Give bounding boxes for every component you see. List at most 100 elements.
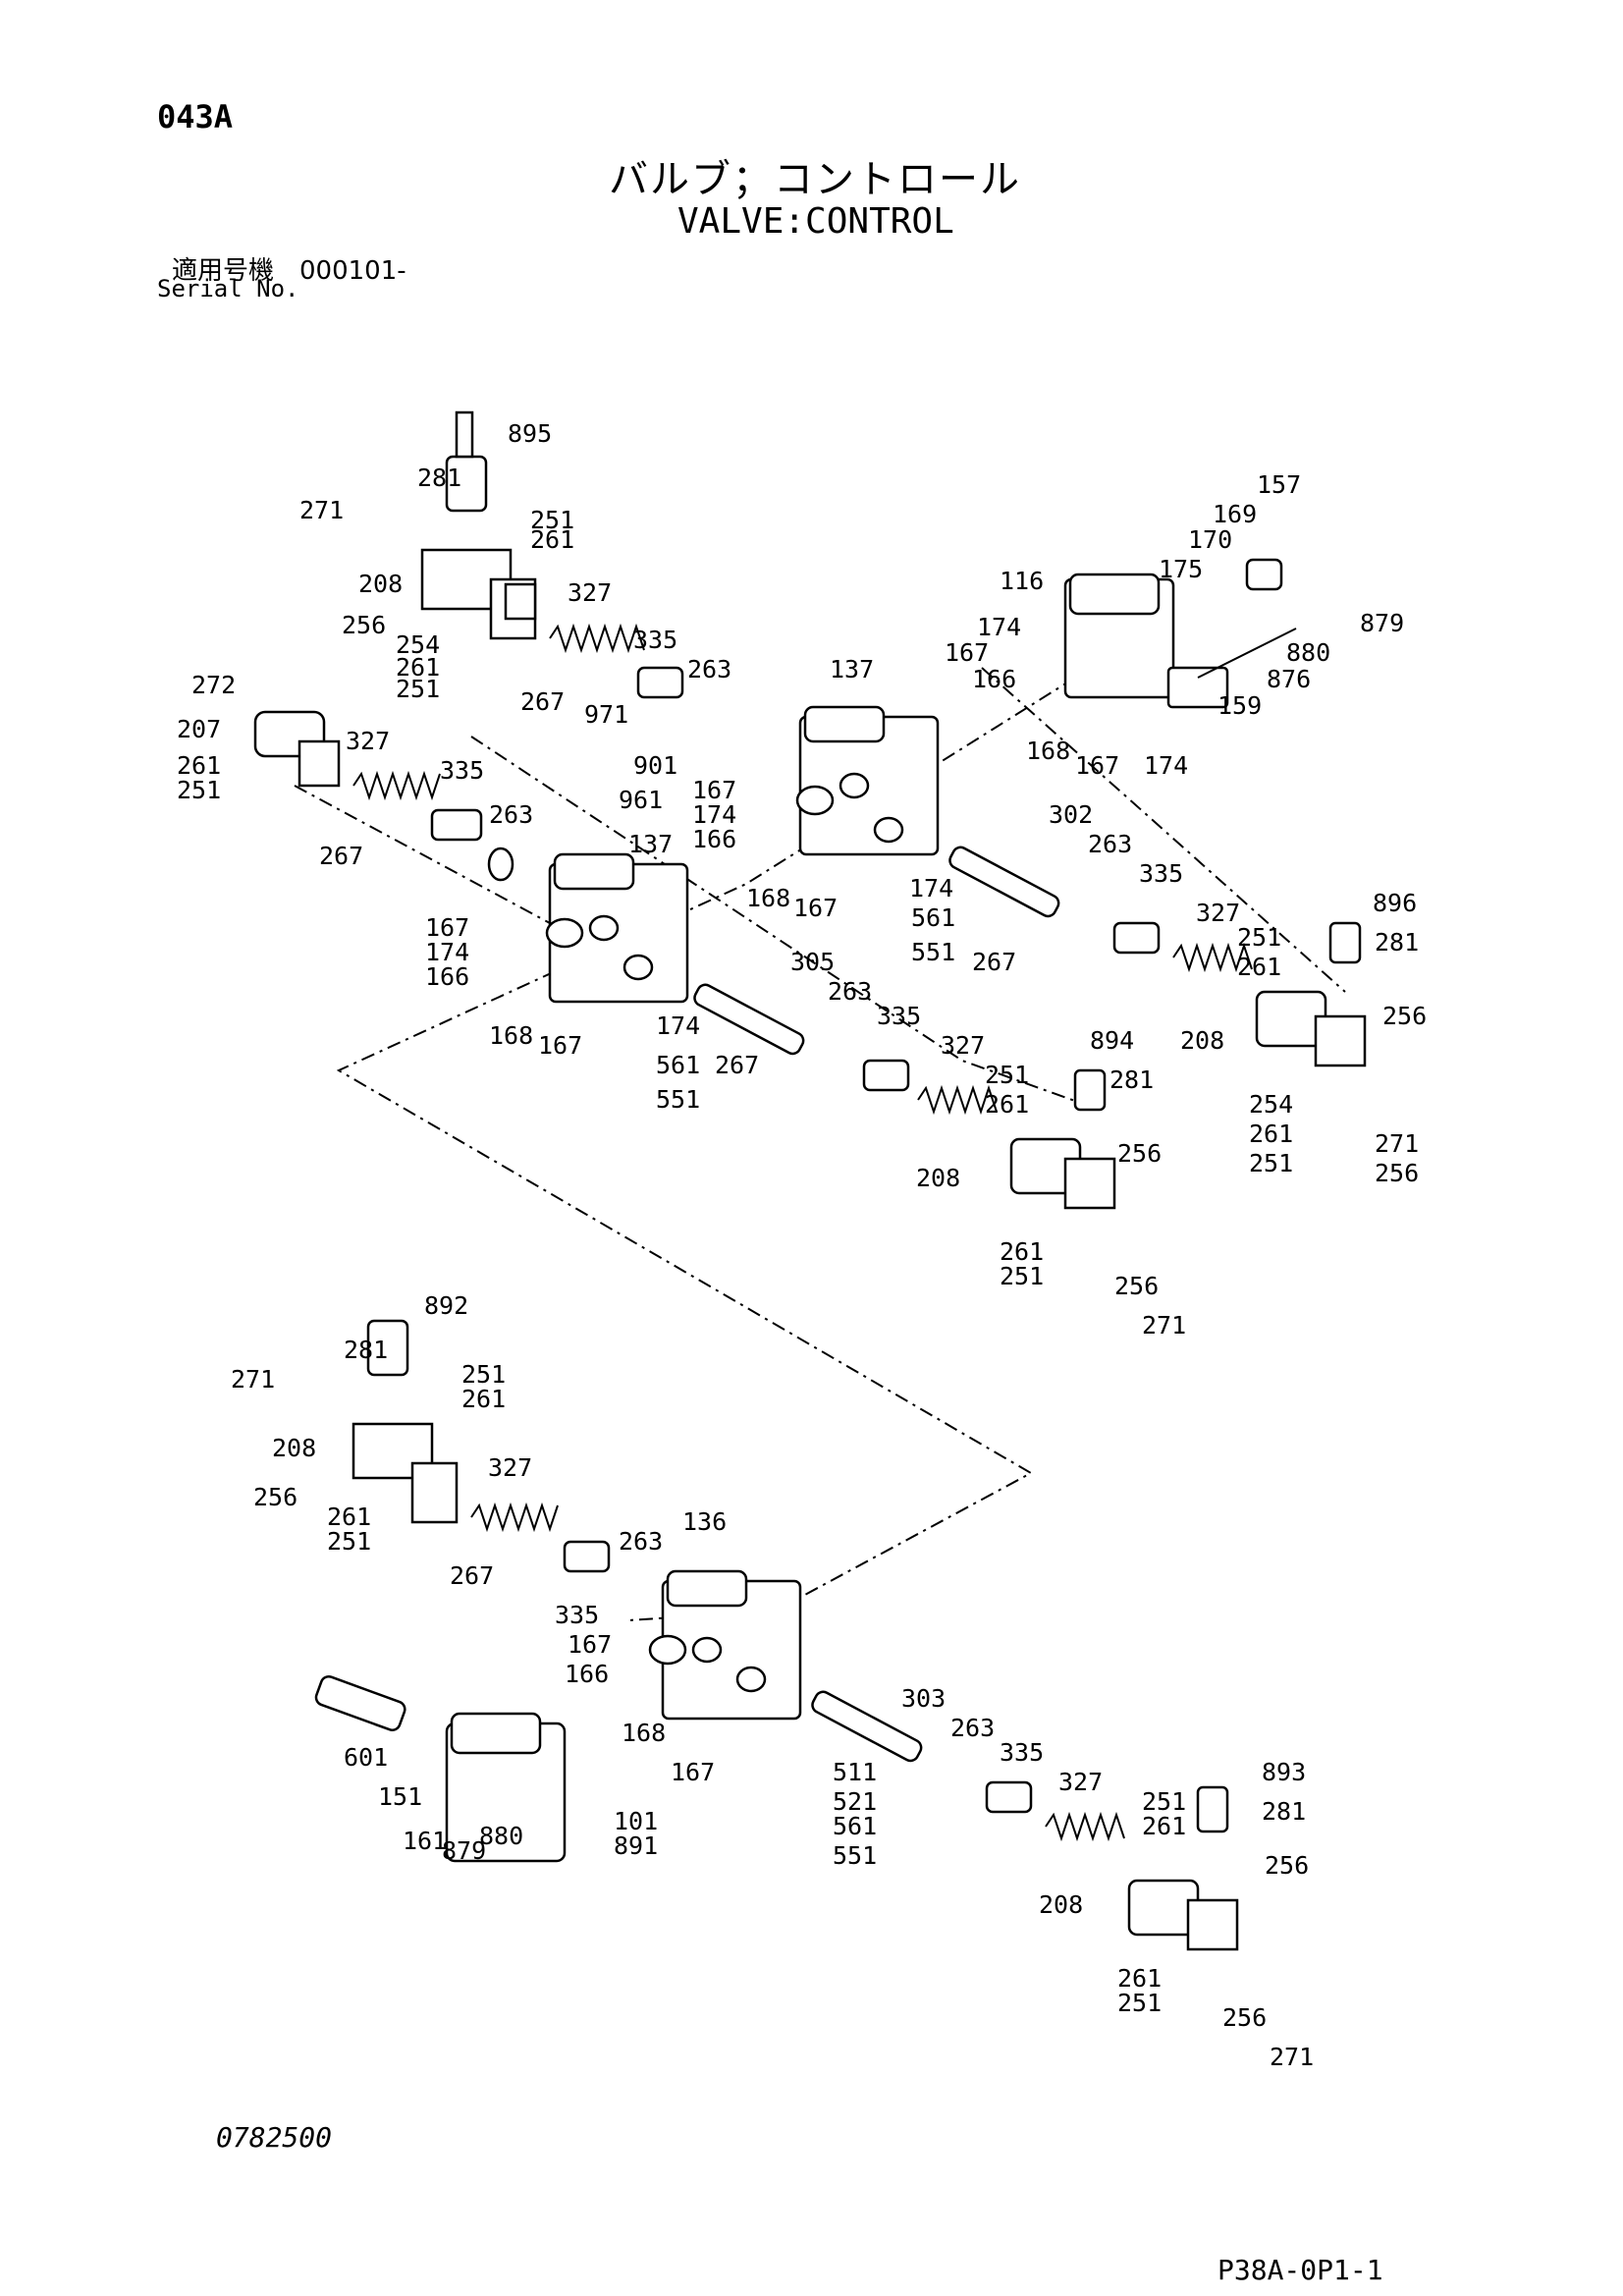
- part-callout-261: 261: [1237, 953, 1281, 981]
- valve-section-116: [1063, 558, 1297, 709]
- part-callout-261: 261: [985, 1090, 1029, 1119]
- part-callout-879: 879: [1360, 609, 1404, 637]
- part-callout-561: 561: [911, 903, 955, 932]
- part-callout-263: 263: [489, 800, 533, 829]
- part-callout-261: 261: [461, 1385, 506, 1413]
- part-callout-208: 208: [916, 1164, 960, 1192]
- valve-section-137-upper: [795, 705, 940, 856]
- part-callout-151: 151: [378, 1782, 422, 1811]
- valve-section-136: [648, 1569, 802, 1721]
- part-callout-271: 271: [1375, 1129, 1419, 1158]
- part-callout-335: 335: [440, 756, 484, 785]
- part-callout-281: 281: [1375, 928, 1419, 957]
- spool-assemblies-right: [693, 846, 1367, 1210]
- part-callout-208: 208: [272, 1434, 316, 1462]
- part-callout-256: 256: [1265, 1851, 1309, 1880]
- part-callout-137: 137: [830, 655, 874, 683]
- part-callout-263: 263: [619, 1527, 663, 1556]
- part-callout-281: 281: [1262, 1797, 1306, 1826]
- part-callout-174: 174: [977, 613, 1021, 641]
- part-callout-167: 167: [568, 1630, 612, 1659]
- part-callout-263: 263: [828, 977, 872, 1006]
- part-callout-157: 157: [1257, 470, 1301, 499]
- part-callout-327: 327: [488, 1453, 532, 1482]
- part-callout-166: 166: [692, 825, 736, 853]
- part-callout-256: 256: [1382, 1002, 1427, 1030]
- part-callout-251: 251: [1249, 1149, 1293, 1177]
- part-callout-327: 327: [1058, 1768, 1103, 1796]
- part-callout-901: 901: [633, 751, 677, 780]
- valve-section-137-lower: [545, 852, 689, 1004]
- part-callout-167: 167: [538, 1031, 582, 1060]
- part-callout-263: 263: [950, 1714, 995, 1742]
- part-callout-561: 561: [656, 1051, 700, 1079]
- part-callout-327: 327: [568, 578, 612, 607]
- page-reference: P38A-0P1-1: [1217, 2254, 1383, 2286]
- part-callout-271: 271: [1270, 2043, 1314, 2071]
- part-callout-251: 251: [1142, 1787, 1186, 1816]
- part-callout-101: 101: [614, 1807, 658, 1835]
- part-callout-251: 251: [530, 506, 574, 534]
- part-callout-261: 261: [1000, 1237, 1044, 1266]
- part-callout-335: 335: [877, 1002, 921, 1030]
- part-callout-303: 303: [901, 1684, 946, 1713]
- actuator-assembly-left: [253, 710, 514, 882]
- solenoid-assembly-top-left: [420, 410, 684, 699]
- part-callout-207: 207: [177, 715, 221, 743]
- part-callout-335: 335: [555, 1601, 599, 1629]
- part-callout-893: 893: [1262, 1758, 1306, 1786]
- part-callout-174: 174: [909, 874, 953, 902]
- part-callout-166: 166: [972, 665, 1016, 693]
- part-callout-174: 174: [692, 800, 736, 829]
- part-callout-251: 251: [177, 776, 221, 804]
- part-callout-551: 551: [656, 1085, 700, 1114]
- part-callout-261: 261: [1117, 1964, 1162, 1993]
- part-callout-251: 251: [327, 1527, 371, 1556]
- part-callout-251: 251: [396, 675, 440, 703]
- part-callout-335: 335: [1139, 859, 1183, 888]
- title-english: VALVE:CONTROL: [677, 201, 954, 242]
- part-callout-169: 169: [1213, 500, 1257, 528]
- solenoid-assembly-bottom-left: [352, 1319, 611, 1573]
- part-callout-251: 251: [1000, 1262, 1044, 1290]
- part-callout-161: 161: [403, 1827, 447, 1855]
- part-callout-267: 267: [972, 948, 1016, 976]
- part-callout-880: 880: [479, 1822, 523, 1850]
- part-callout-208: 208: [1039, 1890, 1083, 1919]
- part-callout-971: 971: [584, 700, 628, 729]
- drawing-number: 0782500: [216, 2121, 333, 2154]
- part-callout-267: 267: [715, 1051, 759, 1079]
- part-callout-136: 136: [682, 1507, 727, 1536]
- part-callout-891: 891: [614, 1831, 658, 1860]
- part-callout-327: 327: [346, 727, 390, 755]
- part-callout-208: 208: [358, 570, 403, 598]
- part-callout-251: 251: [1117, 1989, 1162, 2017]
- part-callout-895: 895: [508, 419, 552, 448]
- title-japanese: バルブ；コントロール: [609, 157, 1021, 202]
- part-callout-335: 335: [633, 626, 677, 654]
- part-callout-256: 256: [1222, 2003, 1267, 2032]
- part-callout-267: 267: [319, 842, 363, 870]
- part-callout-256: 256: [342, 611, 386, 639]
- part-callout-261: 261: [396, 653, 440, 682]
- part-callout-305: 305: [790, 948, 835, 976]
- part-callout-174: 174: [656, 1011, 700, 1040]
- part-callout-880: 880: [1286, 638, 1330, 667]
- part-callout-167: 167: [945, 638, 989, 667]
- part-callout-335: 335: [1000, 1738, 1044, 1767]
- part-callout-271: 271: [299, 496, 344, 524]
- part-callout-168: 168: [489, 1021, 533, 1050]
- part-callout-208: 208: [1180, 1026, 1224, 1055]
- part-callout-170: 170: [1188, 525, 1232, 554]
- part-callout-159: 159: [1217, 691, 1262, 720]
- part-callout-261: 261: [530, 525, 574, 554]
- part-callout-261: 261: [177, 751, 221, 780]
- part-callout-251: 251: [1237, 923, 1281, 952]
- page-code: 043A: [157, 98, 234, 136]
- part-callout-174: 174: [1144, 751, 1188, 780]
- part-callout-281: 281: [417, 464, 461, 492]
- part-callout-263: 263: [1088, 830, 1132, 858]
- part-callout-256: 256: [1375, 1159, 1419, 1187]
- part-callout-137: 137: [628, 830, 673, 858]
